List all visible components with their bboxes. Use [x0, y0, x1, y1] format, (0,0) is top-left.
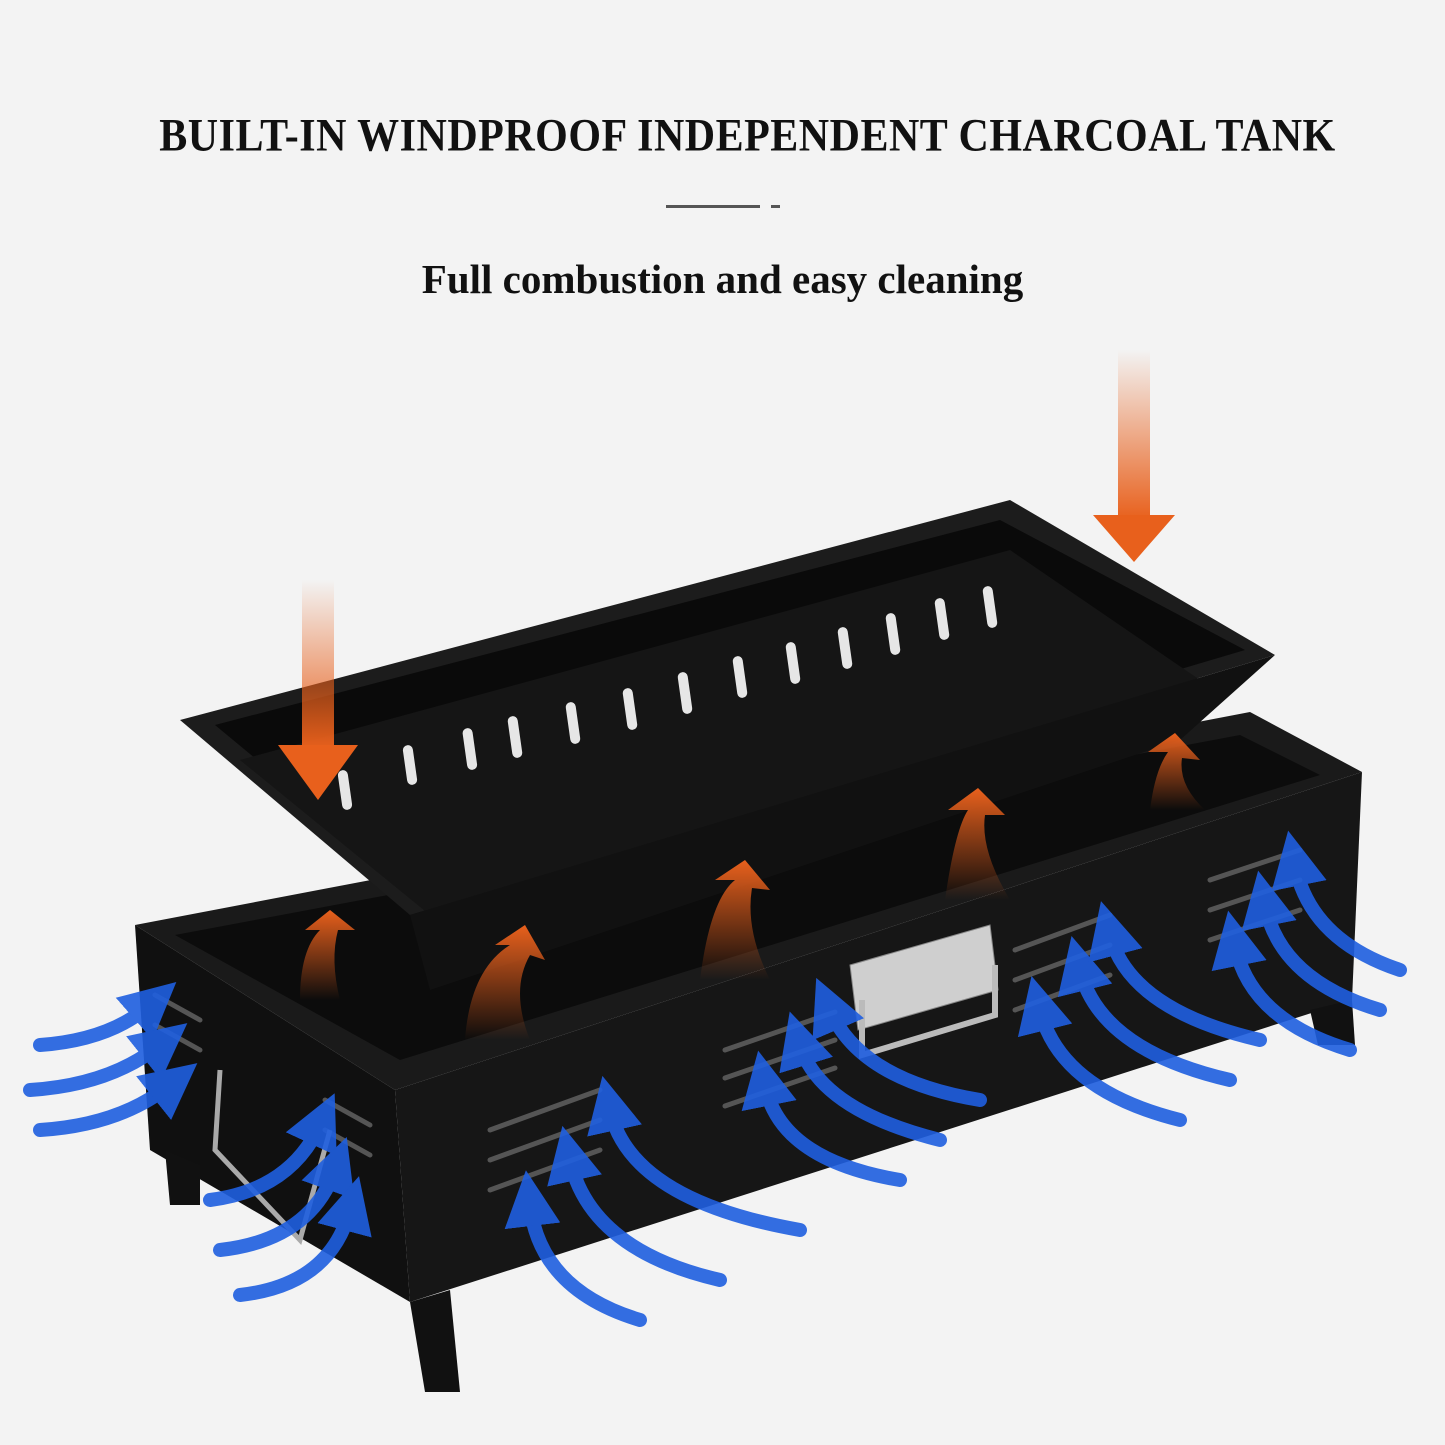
hot-air-arrows: [278, 350, 1205, 1040]
cool-air-arrows: [23, 830, 1407, 1327]
subheadline: Full combustion and easy cleaning: [421, 256, 1024, 302]
tray-slots: [337, 586, 998, 810]
down-arrow-left: [302, 580, 334, 750]
divider-short: [771, 205, 780, 208]
leg-front-left: [410, 1290, 460, 1392]
divider-long: [666, 205, 760, 208]
headline: BUILT-IN WINDPROOF INDEPENDENT CHARCOAL …: [159, 110, 1336, 162]
down-arrow-right-head: [1093, 515, 1175, 562]
charcoal-tray: [180, 500, 1275, 990]
leg-rear-left: [165, 1150, 200, 1205]
down-arrow-left-head: [278, 745, 358, 800]
down-arrow-right: [1118, 350, 1150, 520]
